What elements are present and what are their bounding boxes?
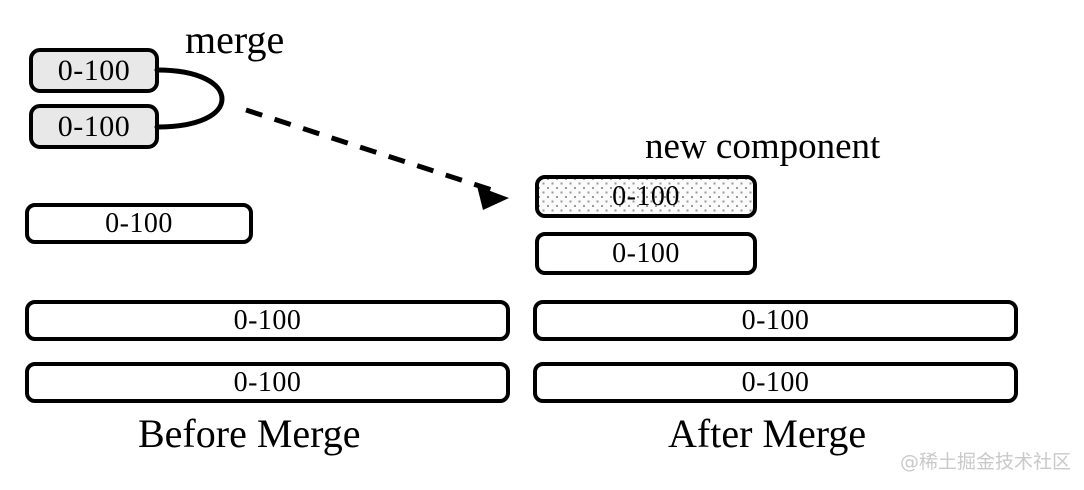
before-small-box-top: 0-100 [29,48,159,93]
after-merge-caption: After Merge [668,411,867,456]
after-medium-box: 0-100 [535,232,757,275]
range-label: 0-100 [233,304,302,336]
after-merged-box: 0-100 [535,175,757,218]
before-wide-box-top: 0-100 [25,300,510,341]
before-merge-caption: Before Merge [138,411,361,456]
range-label: 0-100 [741,366,810,398]
before-medium-box: 0-100 [25,203,253,244]
merge-arrow-head [477,186,509,210]
range-label: 0-100 [105,207,173,239]
new-component-label: new component [645,126,881,167]
after-wide-box-bottom: 0-100 [533,362,1018,403]
range-label: 0-100 [233,366,302,398]
merge-arrow-line [245,107,493,193]
watermark-label: @稀土掘金技术社区 [900,451,1072,473]
merge-bracket-curve [154,67,225,130]
range-label: 0-100 [612,180,680,212]
range-label: 0-100 [741,304,810,336]
before-wide-box-bottom: 0-100 [25,362,510,403]
range-label: 0-100 [612,237,680,269]
before-small-box-bottom: 0-100 [29,104,159,149]
range-label: 0-100 [57,109,131,143]
merge-label: merge [185,17,285,62]
range-label: 0-100 [57,53,131,87]
after-wide-box-top: 0-100 [533,300,1018,341]
